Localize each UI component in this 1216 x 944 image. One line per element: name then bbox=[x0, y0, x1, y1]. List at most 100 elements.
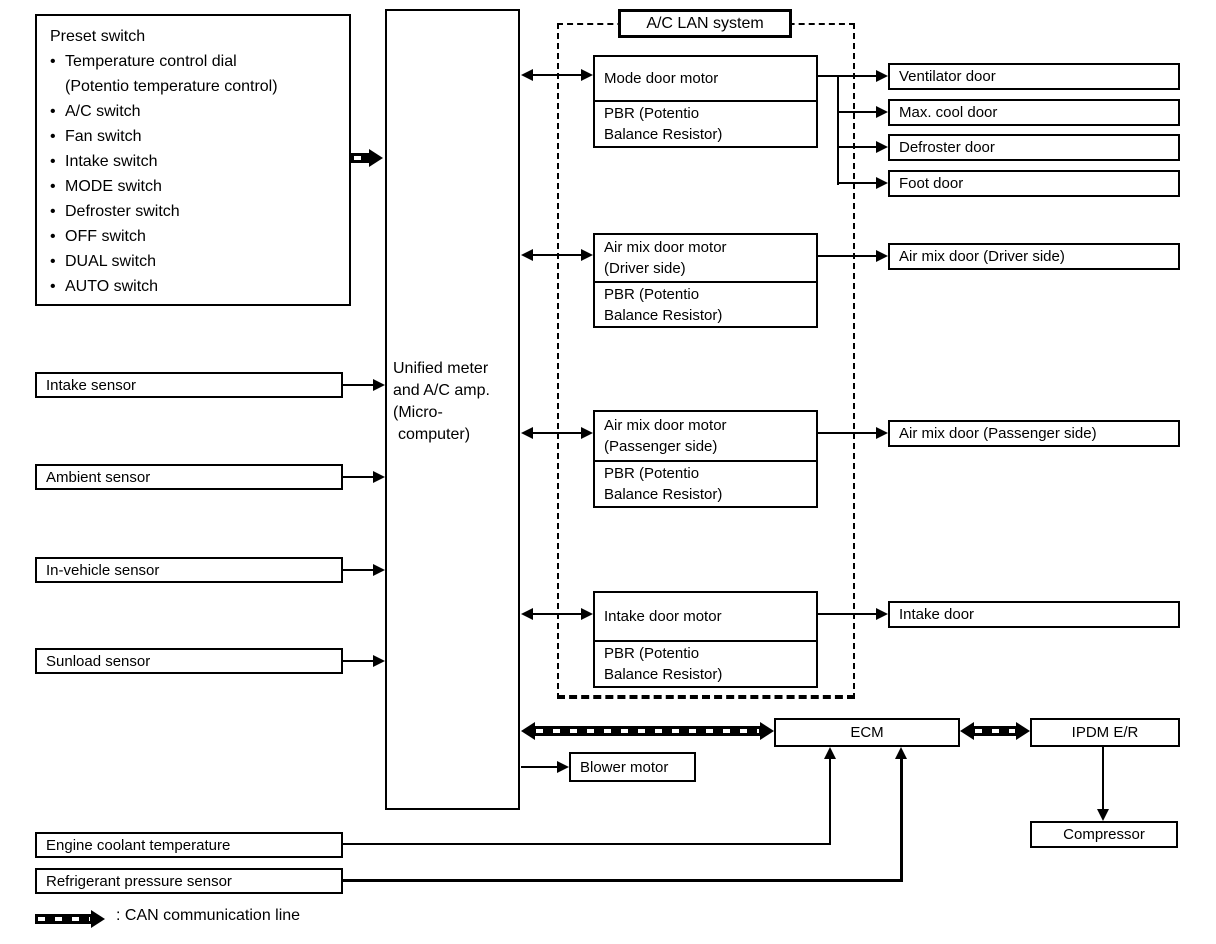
connector-line bbox=[343, 476, 375, 478]
unified-meter-amp-label: Unified meter and A/C amp. (Micro- compu… bbox=[393, 360, 490, 443]
connector-line bbox=[527, 613, 587, 615]
arrowhead-right-icon bbox=[373, 655, 385, 667]
blower-motor-box: Blower motor bbox=[569, 752, 696, 782]
list-item: •DUAL switch bbox=[50, 249, 349, 274]
connector-line bbox=[343, 879, 903, 882]
can-legend-label: : CAN communication line bbox=[116, 907, 301, 924]
connector-line bbox=[343, 384, 375, 386]
connector-line bbox=[818, 255, 878, 257]
arrowhead-down-icon bbox=[1097, 809, 1109, 821]
list-item-continuation: (Potentio temperature control) bbox=[65, 78, 278, 95]
can-legend-symbol bbox=[35, 914, 93, 924]
can-arrowhead-right-icon bbox=[1016, 722, 1030, 740]
ecm-box: ECM bbox=[774, 718, 960, 747]
list-item: •Intake switch bbox=[50, 149, 349, 174]
preset-switch-title: Preset switch bbox=[50, 28, 146, 45]
ambient-sensor-box: Ambient sensor bbox=[35, 464, 343, 490]
bullet-icon: • bbox=[50, 278, 56, 295]
arrowhead-right-icon bbox=[581, 427, 593, 439]
list-item: •MODE switch bbox=[50, 174, 349, 199]
connector-line bbox=[343, 843, 831, 845]
list-item: •Defroster switch bbox=[50, 199, 349, 224]
bullet-icon: • bbox=[50, 128, 56, 145]
can-arrowhead-right-icon bbox=[760, 722, 774, 740]
max-cool-door-box: Max. cool door bbox=[888, 99, 1180, 126]
arrowhead-right-icon bbox=[581, 608, 593, 620]
engine-coolant-temperature-box: Engine coolant temperature bbox=[35, 832, 343, 858]
ventilator-door-box: Ventilator door bbox=[888, 63, 1180, 90]
bullet-icon: • bbox=[50, 203, 56, 220]
connector-line bbox=[818, 432, 878, 434]
connector-line bbox=[527, 74, 587, 76]
arrowhead-right-icon bbox=[876, 250, 888, 262]
arrowhead-right-icon bbox=[557, 761, 569, 773]
connector-line bbox=[1102, 747, 1104, 811]
arrowhead-right-icon bbox=[876, 177, 888, 189]
bullet-icon: • bbox=[50, 178, 56, 195]
intake-door-motor-label: Intake door motor bbox=[595, 593, 816, 642]
bullet-icon: • bbox=[50, 53, 56, 70]
air-mix-door-motor-passenger-label: Air mix door motor(Passenger side) bbox=[595, 412, 816, 462]
arrowhead-right-icon bbox=[373, 471, 385, 483]
sunload-sensor-box: Sunload sensor bbox=[35, 648, 343, 674]
arrowhead-right-icon bbox=[373, 379, 385, 391]
arrowhead-right-icon bbox=[373, 564, 385, 576]
arrowhead-right-icon bbox=[369, 149, 383, 167]
can-legend-arrowhead-icon bbox=[91, 910, 105, 928]
bullet-icon: • bbox=[50, 153, 56, 170]
arrowhead-left-icon bbox=[521, 69, 533, 81]
foot-door-box: Foot door bbox=[888, 170, 1180, 197]
ac-lan-system-title-box: A/C LAN system bbox=[618, 9, 792, 38]
list-item: •AUTO switch bbox=[50, 274, 349, 299]
air-mix-door-passenger-box: Air mix door (Passenger side) bbox=[888, 420, 1180, 447]
connector-line bbox=[521, 766, 559, 768]
connector-line bbox=[900, 757, 903, 882]
air-mix-door-driver-box: Air mix door (Driver side) bbox=[888, 243, 1180, 270]
connector-line bbox=[829, 757, 831, 845]
connector-line bbox=[838, 111, 878, 113]
arrowhead-right-icon bbox=[876, 141, 888, 153]
list-item: •Fan switch bbox=[50, 124, 349, 149]
bullet-icon: • bbox=[50, 228, 56, 245]
air-mix-door-motor-driver-label: Air mix door motor(Driver side) bbox=[595, 235, 816, 283]
in-vehicle-sensor-box: In-vehicle sensor bbox=[35, 557, 343, 583]
preset-switch-box: Preset switch •Temperature control dial … bbox=[35, 14, 351, 306]
intake-door-box: Intake door bbox=[888, 601, 1180, 628]
can-arrowhead-left-icon bbox=[521, 722, 535, 740]
mode-door-motor-label: Mode door motor bbox=[595, 57, 816, 102]
air-mix-door-motor-driver-box: Air mix door motor(Driver side) PBR (Pot… bbox=[593, 233, 818, 328]
arrowhead-right-icon bbox=[876, 70, 888, 82]
list-item: •A/C switch bbox=[50, 99, 349, 124]
can-line-ecm-ipdm bbox=[972, 726, 1018, 736]
arrowhead-right-icon bbox=[876, 608, 888, 620]
arrowhead-right-icon bbox=[581, 249, 593, 261]
connector-line bbox=[527, 254, 587, 256]
can-arrowhead-left-icon bbox=[960, 722, 974, 740]
can-line-amp-ecm bbox=[533, 726, 762, 736]
connector-line bbox=[838, 146, 878, 148]
connector-line bbox=[343, 660, 375, 662]
intake-sensor-box: Intake sensor bbox=[35, 372, 343, 398]
connector-line bbox=[527, 432, 587, 434]
connector-line bbox=[818, 613, 878, 615]
list-item: •Temperature control dial bbox=[50, 49, 349, 74]
connector-line bbox=[837, 75, 839, 185]
connector-line bbox=[838, 182, 878, 184]
arrowhead-left-icon bbox=[521, 427, 533, 439]
connector-line bbox=[343, 569, 375, 571]
arrowhead-right-icon bbox=[876, 427, 888, 439]
list-item: •OFF switch bbox=[50, 224, 349, 249]
unified-meter-amp-box bbox=[385, 9, 520, 810]
bullet-icon: • bbox=[50, 103, 56, 120]
arrowhead-right-icon bbox=[876, 106, 888, 118]
connector-line bbox=[818, 75, 878, 77]
arrowhead-up-icon bbox=[895, 747, 907, 759]
ipdm-er-box: IPDM E/R bbox=[1030, 718, 1180, 747]
arrowhead-left-icon bbox=[521, 608, 533, 620]
